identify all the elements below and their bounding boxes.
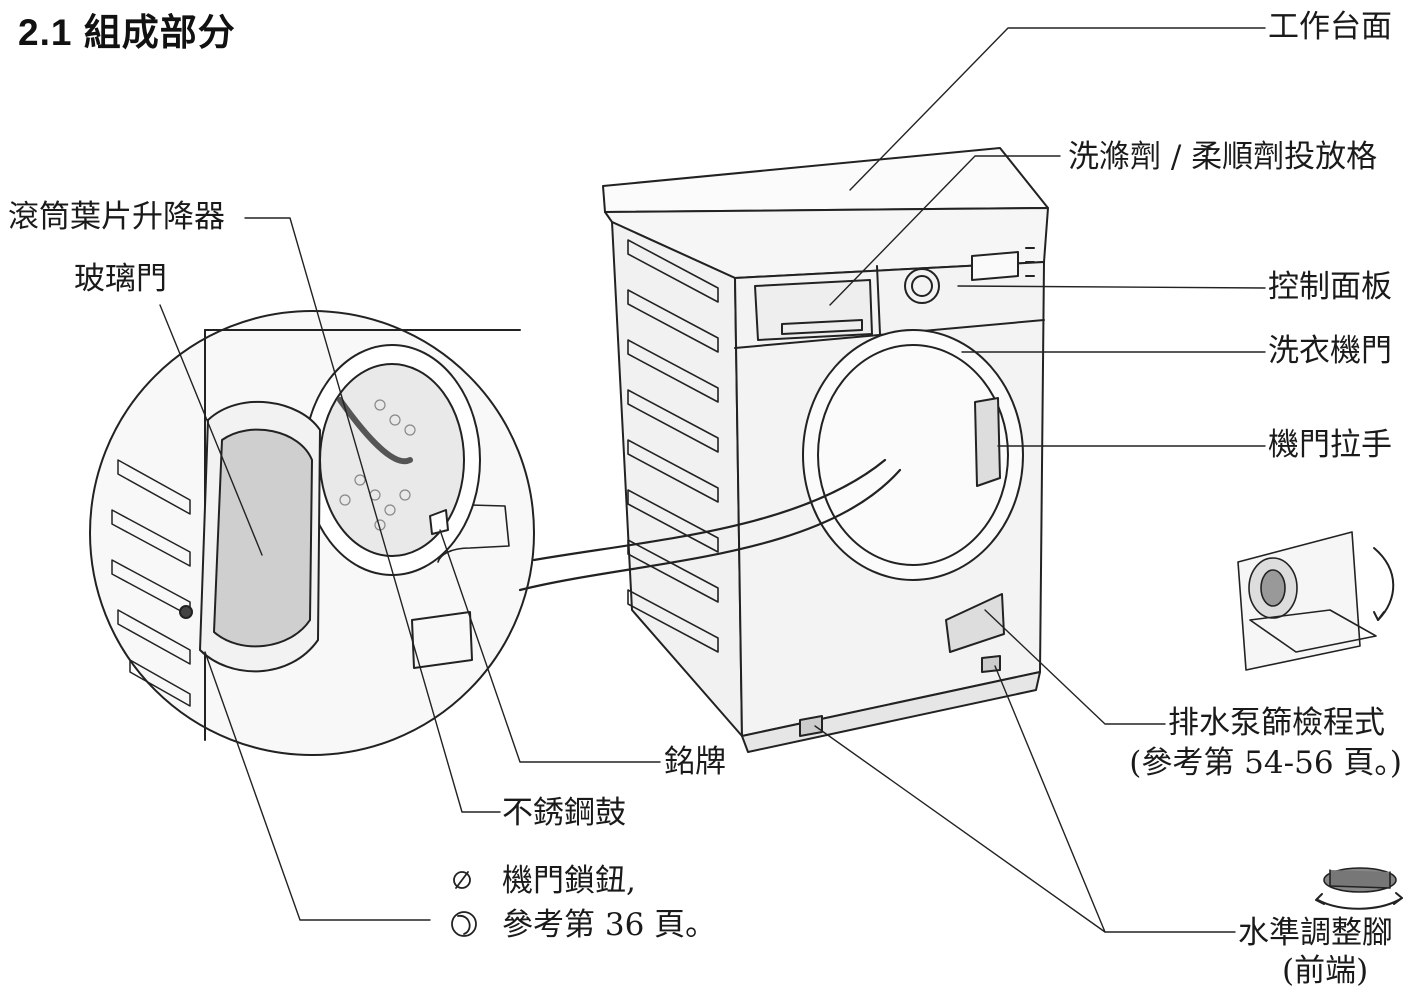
label-handle: 機門拉手 (1268, 427, 1392, 463)
label-lock-line2: 參考第 36 頁。 (502, 907, 717, 943)
page-title: 2.1 組成部分 (18, 12, 236, 53)
label-lock-line1: 機門鎖鈕, (502, 863, 636, 899)
front-door (802, 329, 1024, 581)
label-door: 洗衣機門 (1268, 333, 1392, 369)
front-foot-right (981, 655, 1001, 673)
rotate-knob-icon (451, 911, 477, 937)
label-feet-line1: 水準調整腳 (1238, 915, 1393, 951)
label-control-panel: 控制面板 (1268, 269, 1392, 305)
dispenser-drawer (754, 279, 873, 341)
label-nameplate: 銘牌 (664, 744, 726, 780)
adjustable-foot-inset (1315, 867, 1403, 910)
label-pump-line1: 排水泵篩檢程式 (1168, 705, 1385, 741)
side-vents (627, 239, 719, 653)
control-panel (904, 247, 1035, 304)
leader-lines (159, 27, 1266, 933)
child-lock-knob-icon (453, 871, 471, 889)
label-lifter: 滾筒葉片升降器 (8, 199, 225, 235)
label-feet-line2: (前端) (1282, 953, 1369, 989)
label-drum: 不銹鋼鼓 (502, 795, 626, 831)
drain-pump-cover (945, 593, 1005, 653)
label-pump-line2: (參考第 54-56 頁。) (1129, 745, 1402, 781)
drain-pump-inset (1237, 531, 1395, 671)
label-worktop: 工作台面 (1268, 9, 1392, 45)
label-glass-door: 玻璃門 (74, 261, 167, 297)
front-foot-left (799, 715, 823, 737)
zoom-bubble (89, 310, 902, 756)
label-dispenser: 洗滌劑 / 柔順劑投放格 (1068, 139, 1378, 175)
